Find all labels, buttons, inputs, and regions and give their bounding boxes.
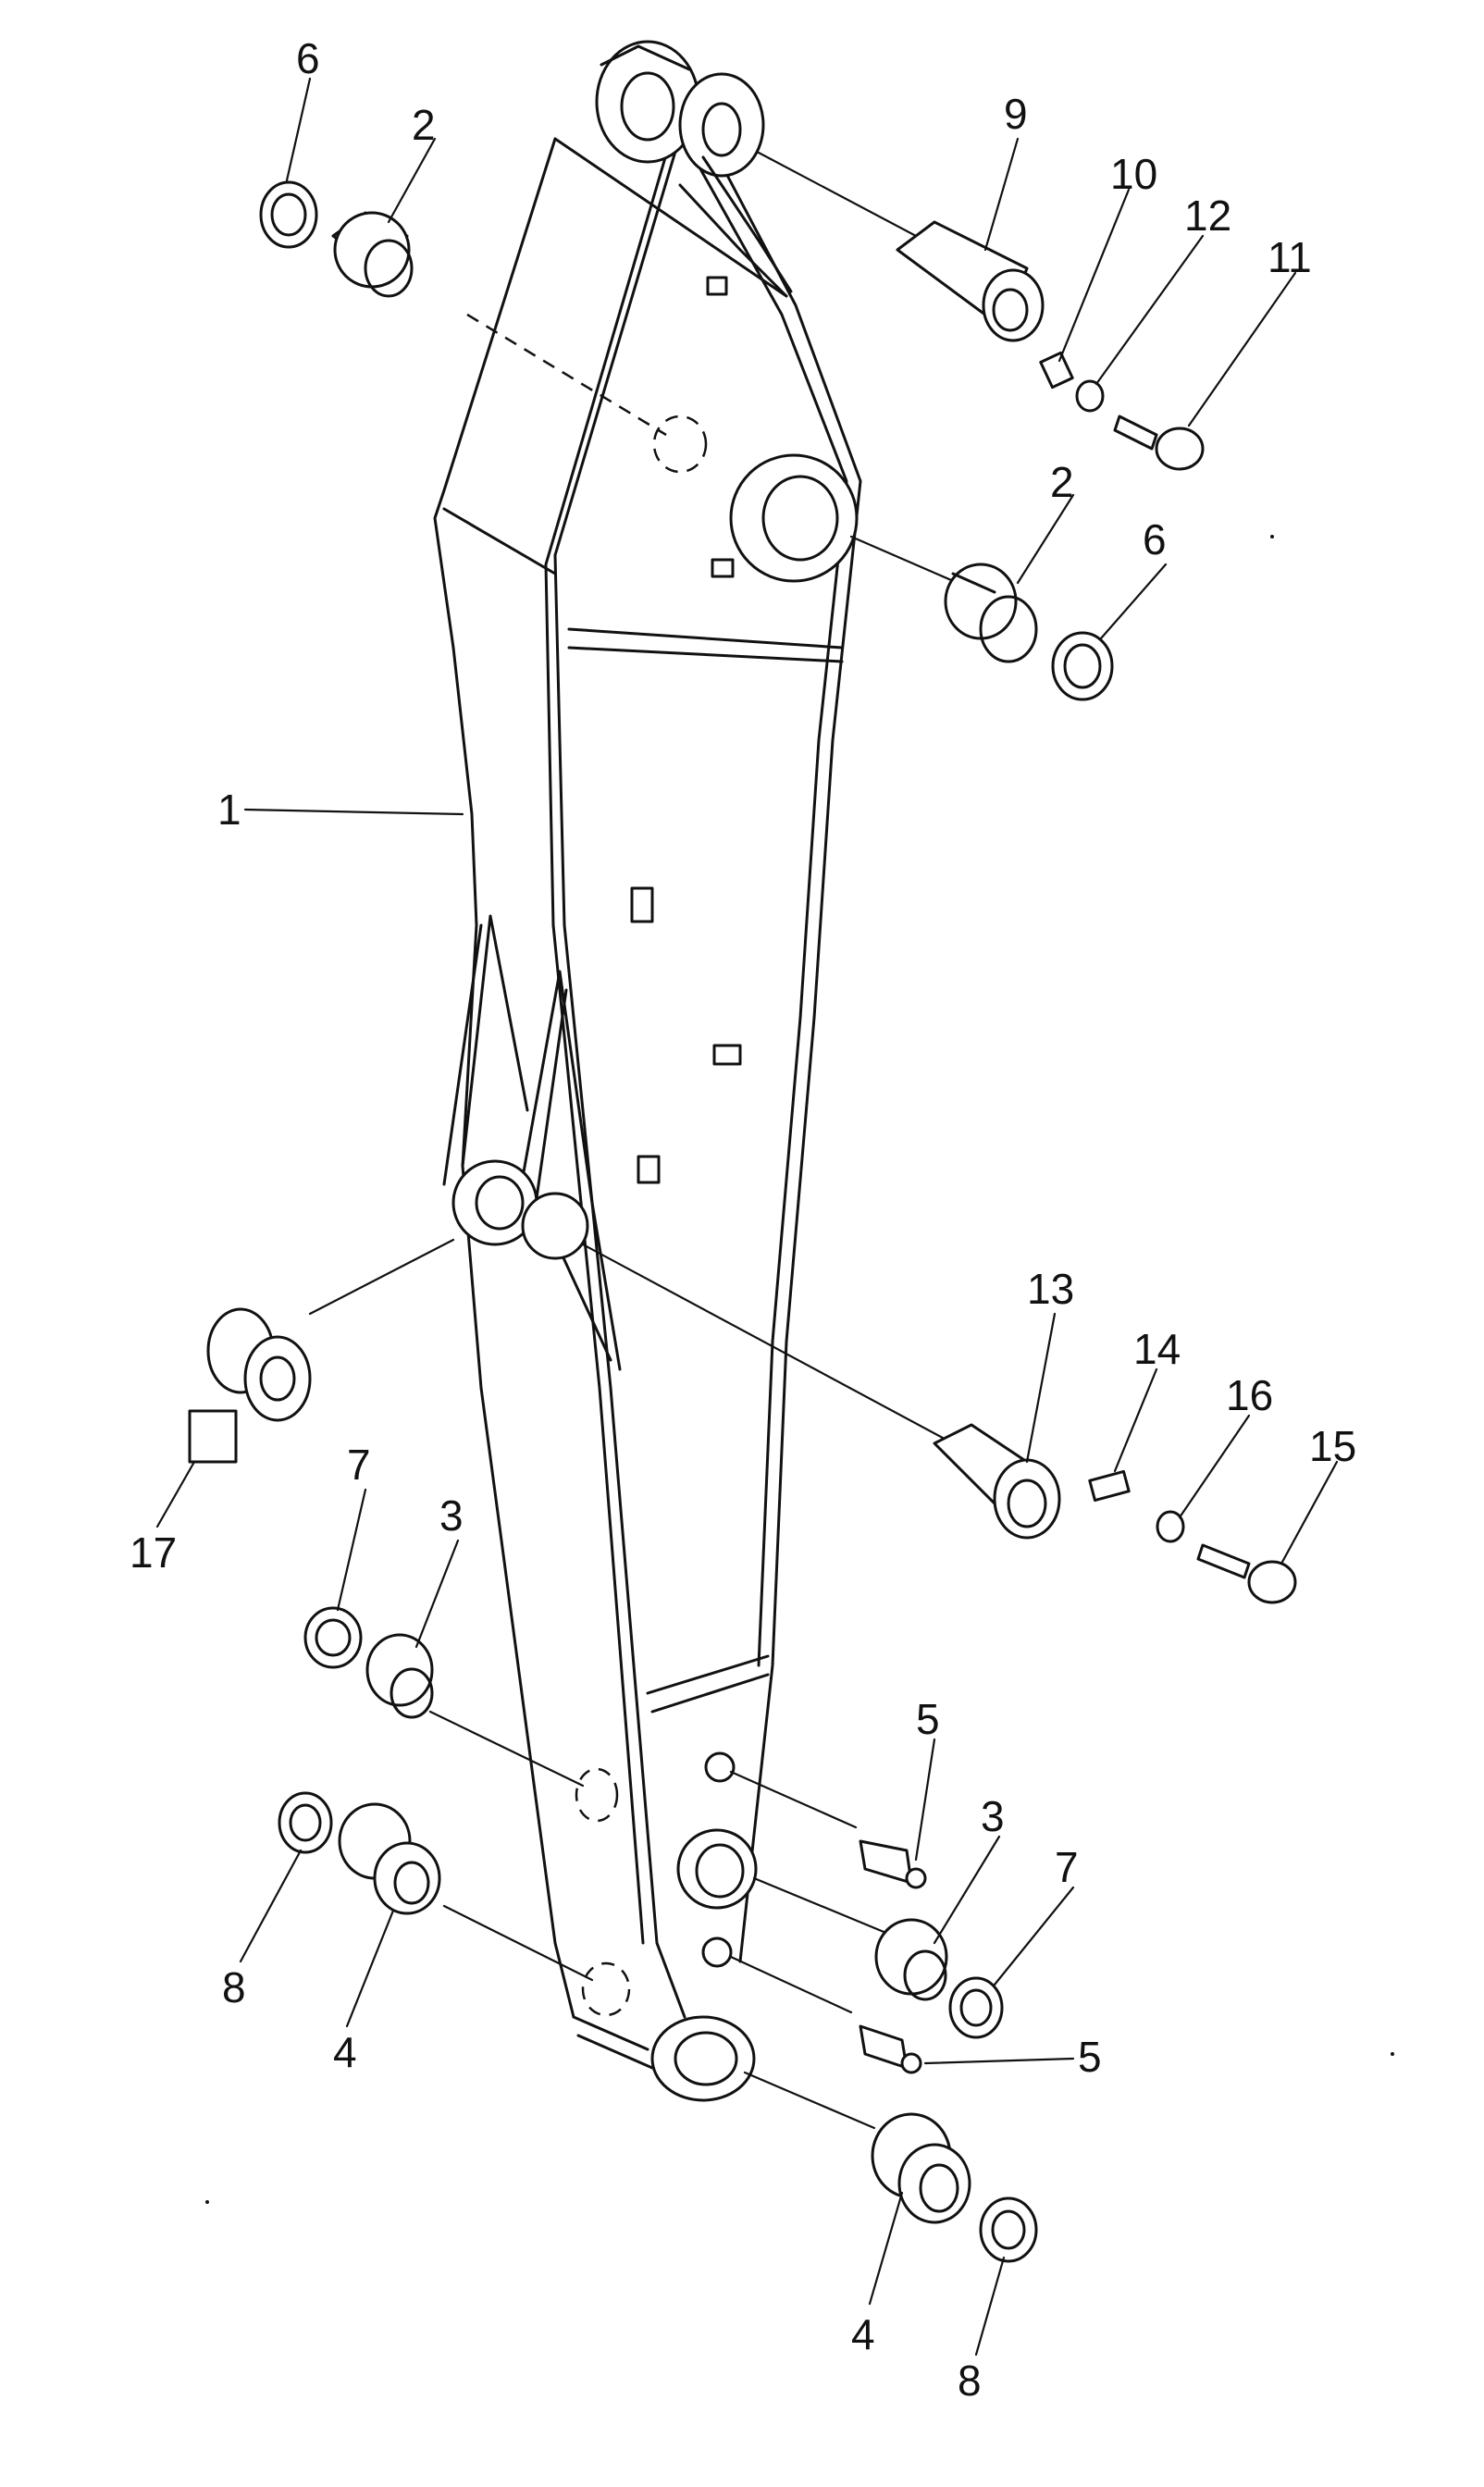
callout-11: 11 — [1268, 233, 1312, 281]
bushing-3-left — [365, 1633, 434, 1719]
lock-plate-10 — [1039, 351, 1074, 390]
callout-10: 10 — [1110, 150, 1158, 198]
callout-3-left: 3 — [439, 1491, 464, 1540]
bolt-11 — [1113, 414, 1205, 471]
lock-plate-14 — [1088, 1469, 1131, 1503]
callout-5-lower: 5 — [1078, 2033, 1102, 2081]
callout-6-upper: 6 — [296, 34, 320, 82]
callout-8-left: 8 — [222, 1963, 246, 2011]
bolt-15 — [1196, 1543, 1297, 1604]
callout-15: 15 — [1309, 1422, 1357, 1470]
callout-13: 13 — [1027, 1265, 1075, 1313]
callout-2-upper: 2 — [412, 101, 436, 149]
bushing-4-left — [338, 1802, 441, 1915]
seal-8-right — [979, 2196, 1038, 2263]
callout-2-right: 2 — [1050, 458, 1074, 506]
callout-4-left: 4 — [333, 2028, 357, 2076]
callout-16: 16 — [1226, 1371, 1274, 1419]
callout-leaders — [155, 77, 1339, 2357]
callout-3-right: 3 — [981, 1792, 1005, 1840]
callout-14: 14 — [1133, 1325, 1181, 1373]
washer-12 — [1075, 379, 1105, 413]
seal-6-right — [1051, 631, 1114, 701]
callout-1: 1 — [217, 786, 241, 834]
callout-7-right: 7 — [1055, 1843, 1079, 1891]
callout-17: 17 — [130, 1528, 178, 1577]
bushing-2-upper — [331, 211, 414, 298]
callout-4-right: 4 — [851, 2310, 875, 2358]
callout-8-right: 8 — [958, 2357, 982, 2405]
bushing-3-right — [874, 1918, 948, 2001]
arm-body — [433, 40, 862, 2102]
callout-5-upper: 5 — [916, 1695, 940, 1743]
seal-6-upper — [259, 180, 318, 249]
assembly-lines — [308, 151, 959, 2130]
bushing-4-right — [871, 2112, 971, 2224]
pin-13 — [933, 1423, 1061, 1540]
seal-7-left — [303, 1606, 363, 1669]
callout-9: 9 — [1004, 90, 1028, 138]
callout-7-left: 7 — [347, 1441, 371, 1489]
callout-6-right: 6 — [1143, 515, 1167, 563]
callout-12: 12 — [1184, 192, 1232, 240]
washer-16 — [1156, 1510, 1185, 1543]
bushing-2-right — [944, 563, 1038, 663]
seal-7-right — [948, 1976, 1004, 2039]
grease-fitting-5-lower — [859, 2024, 922, 2074]
shim-17 — [188, 1307, 312, 1464]
grease-fitting-5-upper — [859, 1839, 927, 1889]
pin-9 — [896, 220, 1045, 342]
seal-8-left — [278, 1791, 333, 1854]
